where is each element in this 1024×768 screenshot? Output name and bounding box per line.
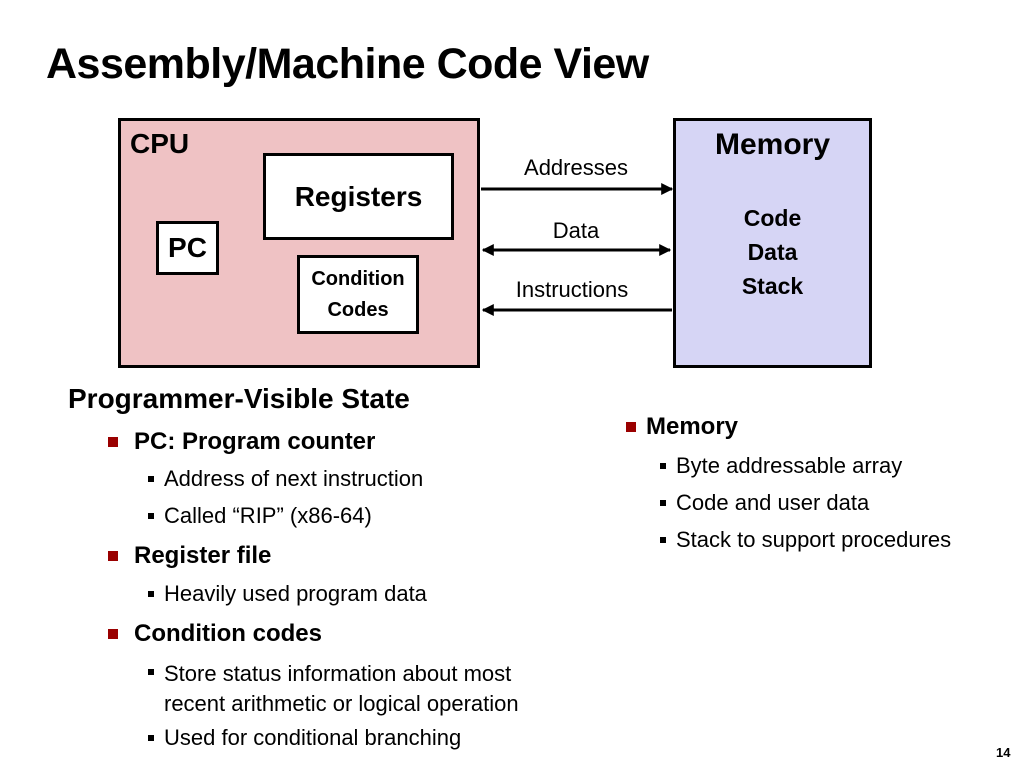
list-subitem: Code and user data: [650, 490, 1016, 527]
list-subitem: Byte addressable array: [650, 453, 1016, 490]
list-subitem-label: Byte addressable array: [676, 453, 903, 478]
data-label: Data: [552, 218, 600, 243]
page-title: Assembly/Machine Code View: [46, 40, 649, 88]
square-bullet-icon: [108, 437, 118, 447]
list-item-label: Register file: [134, 542, 272, 569]
list-subitem: Store status information about most rece…: [138, 659, 564, 719]
list-subitem-label: Used for conditional branching: [164, 725, 462, 750]
registers-label: Registers: [294, 180, 423, 212]
memory-item-data: Data: [747, 239, 798, 265]
square-bullet-icon: [108, 629, 118, 639]
list-item-label: Condition codes: [134, 620, 322, 647]
right-bullet-list: Memory Byte addressable array Code and u…: [626, 413, 1016, 564]
small-bullet-icon: [148, 591, 154, 597]
memory-box: [673, 118, 872, 368]
condition-codes-label-line2: Codes: [327, 298, 389, 321]
list-item-label: PC: Program counter: [134, 428, 376, 455]
left-bullet-list: PC: Program counter Address of next inst…: [108, 428, 608, 751]
list-item-register-file: Register file: [108, 542, 608, 581]
cpu-label: CPU: [130, 128, 190, 159]
list-subitem: Heavily used program data: [138, 581, 608, 620]
page-number: 14: [996, 745, 1011, 760]
memory-item-code: Code: [743, 205, 802, 231]
memory-items: Code Data Stack: [673, 201, 872, 303]
addresses-label: Addresses: [524, 155, 628, 180]
small-bullet-icon: [148, 513, 154, 519]
list-item-label: Memory: [646, 413, 739, 440]
small-bullet-icon: [148, 476, 154, 482]
condition-codes-label-line1: Condition: [311, 267, 405, 290]
programmer-visible-state-heading: Programmer-Visible State: [68, 383, 410, 414]
memory-item-stack: Stack: [741, 273, 804, 299]
list-subitem: Called “RIP” (x86-64): [138, 503, 608, 542]
small-bullet-icon: [660, 500, 666, 506]
list-subitem-label: Address of next instruction: [164, 466, 424, 491]
registers-box: Registers: [263, 153, 454, 240]
list-item-condition-codes: Condition codes: [108, 620, 608, 659]
memory-label: Memory: [714, 128, 831, 161]
small-bullet-icon: [148, 735, 154, 741]
pc-label: PC: [168, 232, 207, 263]
small-bullet-icon: [148, 669, 154, 675]
list-subitem: Stack to support procedures: [650, 527, 1016, 564]
list-subitem: Used for conditional branching: [138, 725, 608, 751]
list-subitem-label: Called “RIP” (x86-64): [164, 503, 372, 528]
condition-codes-box: Condition Codes: [297, 255, 419, 334]
pc-box: PC: [156, 221, 219, 275]
list-subitem-label: Stack to support procedures: [676, 527, 952, 552]
list-subitem-label: Heavily used program data: [164, 581, 427, 606]
list-item-pc: PC: Program counter: [108, 428, 608, 466]
small-bullet-icon: [660, 537, 666, 543]
list-subitem-label: Code and user data: [676, 490, 870, 515]
instructions-label: Instructions: [515, 277, 629, 302]
square-bullet-icon: [626, 422, 636, 432]
square-bullet-icon: [108, 551, 118, 561]
list-subitem-label: Store status information about most rece…: [164, 661, 519, 716]
list-item-memory: Memory: [626, 413, 1016, 453]
small-bullet-icon: [660, 463, 666, 469]
list-subitem: Address of next instruction: [138, 466, 608, 503]
